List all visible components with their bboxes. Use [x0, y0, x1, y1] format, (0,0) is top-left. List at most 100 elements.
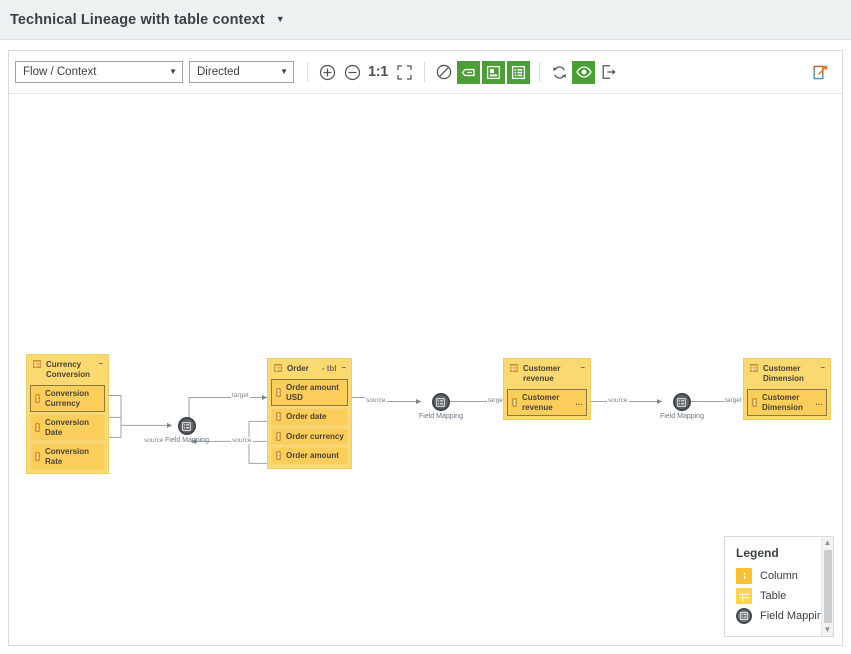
column-node-order-amount[interactable]: Order amount [271, 447, 348, 465]
legend-scrollbar[interactable]: ▲ ▼ [821, 537, 833, 636]
column-node-customer-revenue[interactable]: Customer revenue … [507, 389, 587, 416]
table-node-header[interactable]: Order - tbl – [271, 362, 348, 377]
column-node-order-currency[interactable]: Order currency [271, 427, 348, 445]
legend-item-label: Table [760, 590, 787, 602]
toolbar-divider [424, 62, 425, 82]
column-node-label: Customer Dimension [762, 393, 803, 412]
column-node-order-amount-usd[interactable]: Order amount USD [271, 379, 348, 406]
legend-item-field-mapping: Field Mapping [736, 608, 833, 624]
zoom-out-icon [344, 64, 360, 80]
column-icon [35, 394, 40, 403]
field-mapping-node-3[interactable]: Field Mapping [660, 393, 704, 420]
fit-to-screen-icon [396, 64, 412, 80]
field-mapping-label: Field Mapping [660, 413, 704, 420]
show-table-button[interactable] [482, 60, 505, 84]
column-node-label: Conversion Rate [45, 447, 90, 466]
chevron-up-icon[interactable]: ▲ [823, 538, 832, 547]
column-node-label: Order amount USD [286, 383, 339, 402]
column-node-conversion-rate[interactable]: Conversion Rate [30, 443, 105, 470]
column-icon [276, 388, 281, 397]
refresh-icon [552, 65, 566, 79]
table-node-currency-conversion[interactable]: Currency Conversion – Conversion Currenc… [26, 354, 109, 474]
table-icon [274, 364, 282, 372]
header-title-dropdown[interactable]: Technical Lineage with table context ▼ [10, 12, 285, 28]
toolbar-divider [539, 62, 540, 82]
table-node-name: Customer revenue [523, 364, 561, 383]
chevron-down-icon[interactable]: ▼ [823, 625, 832, 634]
legend-panel: Legend Column Ta [724, 536, 834, 637]
column-icon [35, 452, 40, 461]
chevron-down-icon: ▼ [169, 67, 177, 76]
table-node-customer-revenue[interactable]: Customer revenue – Customer revenue … [503, 358, 591, 420]
zoom-ratio-button[interactable]: 1:1 [367, 64, 389, 80]
field-mapping-label: Field Mapping [419, 413, 463, 420]
collapse-toggle[interactable]: – [820, 363, 825, 372]
legend-item-column: Column [736, 568, 833, 584]
show-columns-button[interactable] [507, 60, 530, 84]
column-icon [276, 451, 281, 461]
edge-label-source: source [231, 437, 253, 444]
table-node-name: Order [287, 364, 309, 373]
edge-label-source: source [607, 397, 629, 404]
column-overflow-indicator: … [575, 397, 583, 407]
column-icon [736, 568, 752, 584]
flow-context-select[interactable]: Flow / Context ▼ [15, 61, 183, 83]
zoom-in-icon [319, 64, 335, 80]
column-overflow-indicator: … [815, 397, 823, 407]
zoom-out-button[interactable] [340, 60, 364, 84]
field-mapping-node-2[interactable]: Field Mapping [419, 393, 463, 420]
column-node-conversion-currency[interactable]: Conversion Currency [30, 385, 105, 412]
field-mapping-icon [431, 393, 450, 411]
column-icon [276, 431, 281, 441]
graph-toolbar: Flow / Context ▼ Directed ▼ 1:1 [9, 51, 842, 94]
no-overlay-button[interactable] [432, 60, 456, 84]
show-table-icon [486, 65, 501, 79]
fit-to-screen-button[interactable] [392, 60, 416, 84]
table-node-header[interactable]: Customer revenue – [507, 362, 587, 387]
column-node-label: Conversion Date [45, 418, 90, 437]
refresh-button[interactable] [547, 60, 571, 84]
page-title: Technical Lineage with table context [10, 11, 265, 28]
field-mapping-icon [177, 417, 196, 435]
column-icon [35, 423, 40, 432]
field-mapping-node-1[interactable]: Field Mapping [165, 417, 209, 444]
lineage-canvas[interactable]: target source source source target sourc… [9, 94, 842, 645]
lineage-panel: Flow / Context ▼ Directed ▼ 1:1 [8, 50, 843, 646]
column-node-label: Order currency [286, 431, 344, 441]
edge-label-target: target [231, 392, 250, 399]
scrollbar-thumb[interactable] [823, 550, 832, 623]
column-node-label: Order date [286, 412, 327, 421]
table-node-order[interactable]: Order - tbl – Order amount USD Order d [267, 358, 352, 469]
field-mapping-icon [736, 608, 752, 624]
eye-icon [575, 66, 592, 78]
table-node-name: Customer Dimension [763, 364, 804, 383]
export-icon [602, 65, 616, 79]
table-node-suffix: - tbl [321, 364, 337, 373]
open-in-new-window-icon [813, 65, 827, 79]
table-node-customer-dimension[interactable]: Customer Dimension – Customer Dimension … [743, 358, 831, 420]
direction-select-value: Directed [197, 66, 240, 78]
zoom-in-button[interactable] [315, 60, 339, 84]
column-node-label: Customer revenue [522, 393, 560, 412]
visibility-button[interactable] [572, 60, 595, 84]
export-button[interactable] [597, 60, 621, 84]
show-edge-labels-button[interactable] [457, 60, 480, 84]
toolbar-divider [307, 62, 308, 82]
column-node-label: Order amount [286, 451, 339, 460]
edge-label-source: source [365, 397, 387, 404]
open-in-new-window-button[interactable] [808, 60, 832, 84]
collapse-toggle[interactable]: – [98, 359, 103, 368]
collapse-toggle[interactable]: – [580, 363, 585, 372]
table-node-header[interactable]: Customer Dimension – [747, 362, 827, 387]
table-node-header[interactable]: Currency Conversion – [30, 358, 105, 383]
column-node-conversion-date[interactable]: Conversion Date [30, 414, 105, 441]
edge-label-target: target [487, 397, 506, 404]
column-node-customer-dimension[interactable]: Customer Dimension … [747, 389, 827, 416]
column-icon [276, 412, 281, 422]
chevron-down-icon: ▼ [275, 14, 285, 24]
table-icon [750, 364, 758, 372]
direction-select[interactable]: Directed ▼ [189, 61, 294, 83]
column-node-order-date[interactable]: Order date [271, 408, 348, 426]
edge-label-target: target [724, 397, 743, 404]
collapse-toggle[interactable]: – [341, 363, 346, 372]
